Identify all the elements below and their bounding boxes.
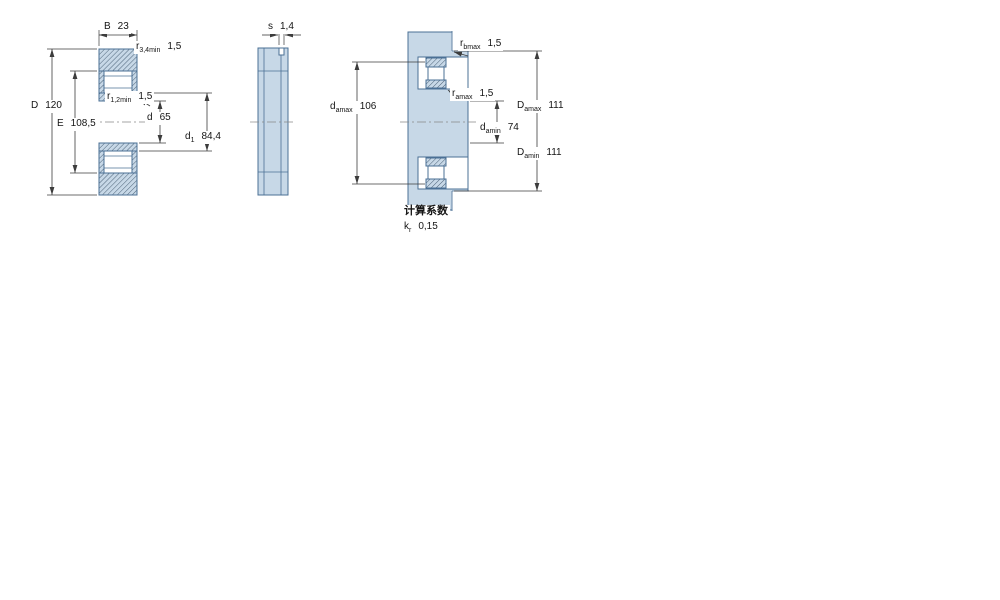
dim-label-r12: r1,2min 1,5 <box>105 91 155 104</box>
mini-inner-ring-bottom <box>425 157 447 167</box>
dim-label-damax: damax 106 <box>328 101 379 114</box>
leader-rbmax <box>453 51 469 57</box>
inner-ring-flange-right-top <box>131 70 138 94</box>
mini-roller-bottom <box>427 165 445 180</box>
inner-ring-flange-left-bottom <box>98 150 105 174</box>
dim-symbol: d <box>147 112 153 123</box>
dim-label-E: E 108,5 <box>55 118 98 131</box>
dim-symbol: s <box>268 21 273 32</box>
dim-symbol: E <box>57 118 64 129</box>
dim-value: 120 <box>45 100 62 111</box>
dim-symbol: r <box>107 91 111 102</box>
dim-subscript: amax <box>335 107 353 114</box>
dim-value: 111 <box>546 147 562 158</box>
dim-symbol: B <box>104 21 111 32</box>
mini-roller-top <box>427 66 445 81</box>
dim-value: 108,5 <box>70 118 96 129</box>
dim-value: 74 <box>507 122 519 133</box>
outer-ring-bottom <box>98 172 138 196</box>
mini-outer-ring-top <box>425 57 447 68</box>
dim-symbol: k <box>404 221 409 232</box>
inner-ring-flange-left-top <box>98 70 105 94</box>
dim-label-r34: r3,4min 1,5 <box>134 41 184 54</box>
roller-bottom <box>103 150 133 174</box>
dimension-D <box>47 48 97 196</box>
dim-label-d: d 65 <box>145 112 173 125</box>
outer-ring-top <box>98 48 138 72</box>
dim-label-s: s 1,4 <box>266 21 296 34</box>
dim-value: 1,5 <box>167 41 182 52</box>
dim-symbol: r <box>460 38 464 49</box>
dim-subscript: r <box>409 227 412 234</box>
dim-subscript: amin <box>524 153 540 160</box>
dim-value: 1,5 <box>138 91 153 102</box>
heading-text: 计算系数 <box>404 205 448 217</box>
roller-top <box>103 70 133 94</box>
dim-symbol: r <box>452 88 456 99</box>
dim-subscript: amin <box>485 128 501 135</box>
dim-value: 1,5 <box>487 38 502 49</box>
view-bearing-side-section <box>250 47 296 196</box>
mini-outer-ring-bottom <box>425 178 447 189</box>
dim-subscript: amax <box>524 106 542 113</box>
dim-label-B: B 23 <box>102 21 131 34</box>
dim-label-Damin: Damin 111 <box>515 147 564 160</box>
dim-value: 84,4 <box>201 131 221 142</box>
dim-label-D: D 120 <box>29 100 64 113</box>
dim-label-d1: d1 84,4 <box>183 131 223 144</box>
mini-inner-ring-top <box>425 79 447 89</box>
dim-subscript: 3,4min <box>139 47 161 54</box>
dim-label-damin: damin 74 <box>478 122 521 135</box>
dim-symbol: d <box>330 101 336 112</box>
dim-subscript: 1,2min <box>110 97 132 104</box>
dim-symbol: D <box>31 100 39 111</box>
dim-label-Damax: Damax 111 <box>515 100 566 113</box>
outer-ring-side <box>257 47 289 196</box>
dimension-damax <box>352 61 425 185</box>
dim-value: 23 <box>117 21 129 32</box>
dim-label-rbmax: rbmax 1,5 <box>458 38 504 51</box>
dim-subscript: amax <box>455 94 473 101</box>
dim-subscript: bmax <box>463 44 481 51</box>
dim-value: 1,5 <box>479 88 494 99</box>
dim-value: 1,4 <box>280 21 294 32</box>
dim-label-kr: kr 0,15 <box>402 221 440 234</box>
dim-value: 106 <box>359 101 377 112</box>
dim-label-ramax: ramax 1,5 <box>450 88 496 101</box>
dim-subscript: 1 <box>190 137 195 144</box>
dim-symbol: d <box>185 131 191 142</box>
dim-value: 0,15 <box>418 221 438 232</box>
dim-symbol: D <box>517 147 525 158</box>
snap-ring-groove <box>278 47 285 56</box>
inner-ring-flange-right-bottom <box>131 150 138 174</box>
housing-shoulder-cut-bottom <box>452 191 470 211</box>
dim-value: 65 <box>159 112 171 123</box>
dimension-Damax-Damin <box>454 50 542 192</box>
dim-symbol: d <box>480 122 486 133</box>
dim-value: 111 <box>548 100 564 111</box>
dim-symbol: D <box>517 100 525 111</box>
calculation-factors-heading: 计算系数 <box>402 205 450 217</box>
dim-symbol: r <box>136 41 140 52</box>
inner-ring-bottom <box>98 142 138 152</box>
